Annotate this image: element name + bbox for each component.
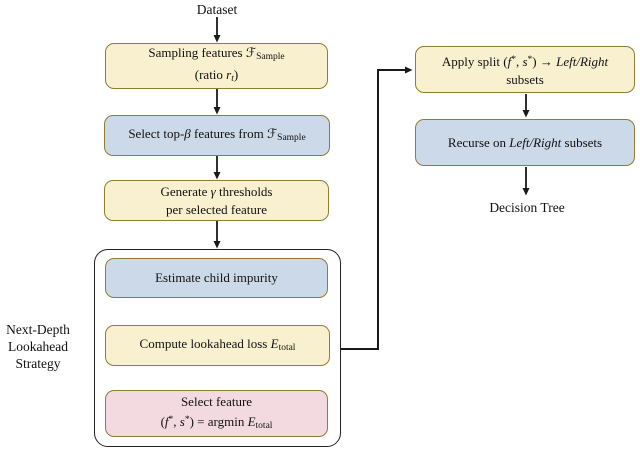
box-select-feature-line2: (f*, s*) = argmin Etotal: [161, 411, 273, 435]
text-fragment: features from: [190, 125, 267, 141]
script-f-symbol: ℱ: [245, 45, 257, 60]
text-fragment: Apply split (: [441, 53, 508, 69]
box-select-feature-line1: Select feature: [180, 393, 253, 409]
superscript-star: *: [527, 54, 533, 65]
box-apply-split-line1: Apply split (f*, s*) → Left/Right: [442, 51, 608, 71]
superscript-star: *: [511, 54, 516, 65]
text-fragment: thresholds: [215, 183, 273, 199]
text-fragment: Recurse on: [447, 134, 510, 150]
subscript-total: total: [278, 342, 296, 353]
text-fragment: Compute lookahead loss: [139, 335, 271, 351]
box-select-top-features: Select top-β features from ℱSample: [104, 115, 330, 156]
box-sampling-line2: (ratio rt): [195, 66, 238, 88]
box-select-feature: Select feature (f*, s*) = argmin Etotal: [105, 390, 328, 437]
superscript-star: *: [168, 414, 174, 425]
text-fragment: ,: [173, 413, 180, 429]
box-estimate-impurity: Estimate child impurity: [105, 258, 328, 298]
text-fragment: ,: [515, 53, 523, 69]
var-f: f: [507, 53, 512, 69]
box-generate-line1: Generate γ thresholds: [161, 183, 273, 201]
box-sampling-line1: Sampling features ℱSample: [148, 44, 284, 66]
text-fragment: subsets: [561, 134, 603, 150]
left-right-label: Left/Right: [556, 53, 609, 69]
box-generate-thresholds: Generate γ thresholds per selected featu…: [104, 180, 329, 221]
text-fragment: Select top-: [128, 125, 185, 141]
subscript-sample: Sample: [256, 52, 285, 62]
script-f-symbol: ℱ: [266, 125, 278, 141]
strategy-label: Next-Depth Lookahead Strategy: [0, 321, 76, 372]
text-fragment: (ratio: [194, 67, 227, 82]
var-beta: β: [184, 125, 191, 141]
box-compute-line: Compute lookahead loss Etotal: [140, 335, 296, 357]
strategy-label-line1: Next-Depth: [6, 322, 70, 337]
var-E: E: [247, 413, 256, 429]
text-fragment: (: [160, 413, 165, 429]
subscript-sample: Sample: [277, 132, 306, 143]
var-s: s: [522, 53, 528, 69]
box-compute-lookahead-loss: Compute lookahead loss Etotal: [105, 325, 330, 366]
var-gamma: γ: [210, 183, 216, 199]
var-E: E: [270, 335, 279, 351]
box-apply-split: Apply split (f*, s*) → Left/Right subset…: [415, 46, 635, 93]
var-r: r: [226, 67, 232, 82]
strategy-label-line2: Lookahead: [8, 339, 68, 354]
box-generate-line2: per selected feature: [165, 201, 268, 217]
strategy-label-line3: Strategy: [15, 356, 61, 371]
var-s: s: [179, 413, 185, 429]
box-apply-split-line2: subsets: [506, 71, 544, 87]
text-fragment: ): [233, 67, 239, 82]
subscript-total: total: [255, 420, 273, 431]
box-sampling-features: Sampling features ℱSample (ratio rt): [105, 43, 328, 89]
box-select-top-line: Select top-β features from ℱSample: [128, 125, 305, 147]
box-estimate-line: Estimate child impurity: [155, 270, 278, 285]
superscript-star: *: [184, 414, 190, 425]
decision-tree-label: Decision Tree: [489, 200, 565, 215]
subscript-t: t: [231, 74, 234, 84]
box-recurse: Recurse on Left/Right subsets: [415, 119, 635, 166]
right-arrow-symbol: ) →: [532, 53, 557, 69]
box-recurse-line: Recurse on Left/Right subsets: [448, 134, 602, 152]
left-right-label: Left/Right: [509, 134, 562, 150]
text-fragment: ) = argmin: [189, 413, 248, 429]
dataset-label: Dataset: [196, 2, 238, 17]
text-fragment: Generate: [160, 183, 211, 199]
connector-compute-to-apply-split: [332, 66, 413, 350]
var-f: f: [164, 413, 169, 429]
text-fragment: Sampling features: [148, 45, 246, 60]
